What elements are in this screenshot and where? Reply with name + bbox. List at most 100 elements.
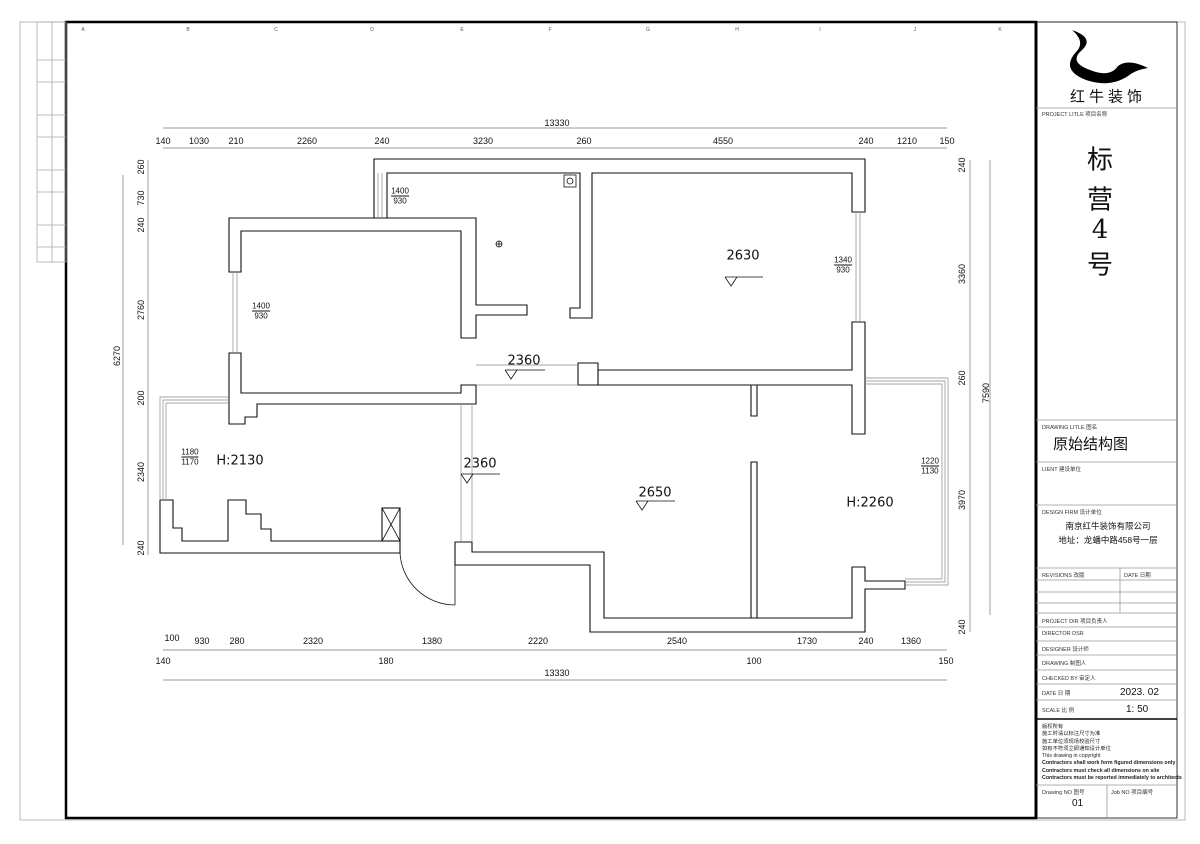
grid-letter: C: [274, 27, 278, 33]
grid-letter: H: [735, 27, 739, 33]
date-column-label: DATE 日期: [1124, 573, 1151, 579]
walls: [159, 158, 906, 633]
logo-icon: [1069, 30, 1148, 84]
level-markers: [460, 276, 763, 511]
dim-bottom: 280: [229, 636, 245, 646]
dim-left: 2340: [136, 461, 146, 483]
project-name-char: 4: [1091, 215, 1109, 245]
drawing-by-label: DRAWING 制图人: [1042, 661, 1087, 667]
design-firm-label: DESIGN FIRM 设计单位: [1042, 510, 1102, 516]
grid-letter: A: [81, 27, 85, 33]
dim-bottom-axis: 180: [378, 656, 394, 666]
dim-top: 2260: [296, 136, 318, 146]
note: Contractors shall work form figured dime…: [1042, 760, 1176, 767]
dim-right: 240: [957, 157, 967, 173]
grid-letter: F: [548, 27, 552, 33]
grid-letter: E: [460, 27, 464, 33]
height-label: H:2260: [846, 495, 894, 511]
logo-text: 红牛装饰: [1069, 87, 1147, 106]
dim-bottom: 1360: [900, 636, 922, 646]
notes: 版权所有 施工时请以标注尺寸为准 施工单位须现场校验尺寸 如有不符须立即通知设计…: [1042, 724, 1182, 782]
checked-by-label: CHECKED BY 审定人: [1042, 676, 1096, 682]
grid-letter: D: [370, 27, 374, 33]
design-firm-name: 南京红牛装饰有限公司: [1065, 521, 1151, 531]
level-label: 2360: [507, 353, 541, 369]
dim-bottom: 1380: [421, 636, 443, 646]
dim-right: 3360: [957, 263, 967, 285]
note: 施工单位须现场校验尺寸: [1042, 738, 1101, 745]
fixtures: [381, 174, 577, 606]
dim-top: 4550: [712, 136, 734, 146]
level-label: 2630: [726, 248, 760, 264]
drawing-no-label: Drawing NO 图号: [1042, 790, 1085, 796]
drawing-frame: [64, 20, 1038, 820]
dim-left: 240: [136, 217, 146, 233]
dim-bottom: 240: [858, 636, 874, 646]
title-block-grid: [1036, 107, 1177, 818]
dim-left: 260: [136, 159, 146, 175]
dim-top: 1030: [188, 136, 210, 146]
grid-letter: G: [646, 27, 650, 33]
windows: [159, 173, 949, 586]
client-label: LIENT 建设单位: [1042, 467, 1082, 473]
dim-top: 260: [576, 136, 592, 146]
door-swing: [399, 552, 456, 606]
design-firm-address: 地址：龙蟠中路458号一层: [1058, 535, 1158, 545]
dim-bottom: 100: [164, 633, 180, 643]
approval-strip: [36, 21, 67, 263]
note: Contractors must be reported immediately…: [1042, 775, 1182, 782]
project-dir-label: PROJECT DIR 项目负责人: [1042, 619, 1108, 625]
level-label: 2360: [463, 456, 497, 472]
job-no-label: Job NO 项目编号: [1111, 790, 1154, 796]
dim-left: 2760: [136, 299, 146, 321]
dim-top-overall: 13330: [544, 118, 570, 128]
dim-top: 140: [155, 136, 171, 146]
note: 如有不符须立即通知设计单位: [1042, 745, 1111, 752]
dim-top: 3230: [472, 136, 494, 146]
dim-bottom-axis: 100: [746, 656, 762, 666]
date-value: 2023. 02: [1120, 687, 1159, 698]
note: 施工时请以标注尺寸为准: [1042, 731, 1101, 738]
project-title-label: PROJECT LITLE 项目名称: [1042, 112, 1108, 118]
project-name-char: 标: [1086, 145, 1114, 176]
grid-letter: I: [819, 27, 821, 33]
note: Contractors must check all dimensions on…: [1042, 767, 1160, 774]
dim-right: 260: [957, 370, 967, 386]
grid-letter: K: [998, 27, 1002, 33]
dim-bottom: 2540: [666, 636, 688, 646]
director-label: DIRECTOR DSR: [1042, 631, 1084, 637]
dim-bottom-overall: 13330: [544, 668, 570, 678]
dim-top: 240: [374, 136, 390, 146]
dimension-lines: [122, 127, 991, 681]
project-name-char: 号: [1086, 250, 1114, 281]
scale-label: SCALE 比 例: [1042, 708, 1075, 714]
dim-bottom: 2220: [527, 636, 549, 646]
dim-right: 3970: [957, 489, 967, 511]
dim-bottom-axis: 140: [155, 656, 171, 666]
dim-bottom: 930: [194, 636, 210, 646]
note: This drawing in copyright: [1042, 753, 1101, 760]
drawing-title-label: DRAWING LITLE 图名: [1042, 425, 1098, 431]
dim-top: 210: [228, 136, 244, 146]
dim-top: 1210: [896, 136, 918, 146]
revisions-label: REVISIONS 改版: [1042, 573, 1085, 579]
dim-top: 240: [858, 136, 874, 146]
dim-left-overall: 6270: [112, 345, 122, 367]
grid-letter: B: [186, 27, 190, 33]
scale-value: 1: 50: [1126, 704, 1149, 715]
drawing-title: 原始结构图: [1053, 435, 1129, 453]
dim-top: 150: [939, 136, 955, 146]
note: 版权所有: [1042, 724, 1064, 730]
dim-right: 240: [957, 619, 967, 635]
designer-label: DESIGNER 设计师: [1042, 647, 1089, 653]
dim-left: 730: [136, 190, 146, 206]
level-label: 2650: [638, 485, 672, 501]
dim-bottom: 2320: [302, 636, 324, 646]
